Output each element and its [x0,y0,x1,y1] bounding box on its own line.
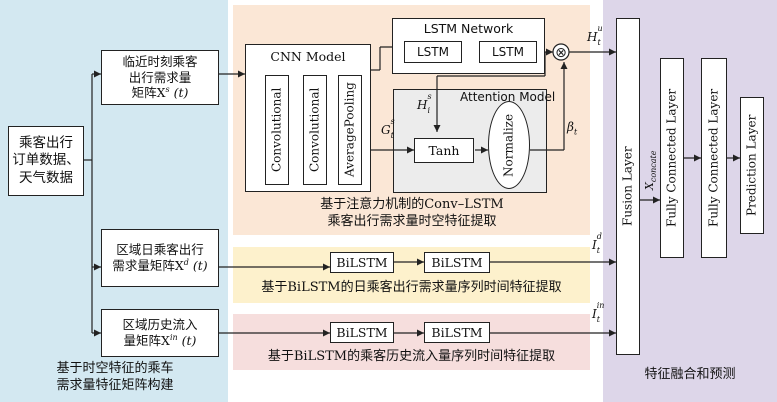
source-line-3: 天气数据 [19,169,73,186]
history-bilstm-2: BiLSTM [424,322,490,343]
daily-bilstm-1: BiLSTM [330,252,394,273]
fully-connected-layer-2: Fully Connected Layer [701,58,727,258]
prediction-layer: Prediction Layer [740,97,764,234]
daily-sup: d [183,257,189,267]
multiply-symbol: ⊗ [555,45,567,61]
history-bilstm-1: BiLSTM [330,322,394,343]
daily-caption: 基于BiLSTM的日乘客出行需求量序列时间特征提取 [261,280,562,295]
left-caption: 基于时空特征的乘车 需求量特征矩阵构建 [40,361,190,395]
near-term-matrix-box: 临近时刻乘客 出行需求量 矩阵Xs (t) [101,50,219,105]
source-data-box: 乘客出行 订单数据、 天气数据 [8,126,84,196]
source-line-2: 订单数据、 [12,152,80,169]
daily-line-1: 区域日乘客出行 [116,242,204,258]
near-term-sup: s [165,85,170,95]
conv-lstm-caption-line-2: 乘客出行需求量时空特征提取 [327,213,497,229]
multiply-node [552,43,570,61]
fusion-caption: 特征融合和预测 [644,367,736,382]
lstm-title: LSTM Network [423,21,514,36]
attention-title: Attention Model [460,90,556,104]
history-line-2: 量矩阵X [123,333,170,349]
history-sup: in [169,332,178,342]
fully-connected-layer-1: Fully Connected Layer [660,58,684,258]
near-term-line-2: 出行需求量 [128,69,192,85]
tanh-box: Tanh [414,138,474,163]
daily-bilstm-panel [233,247,590,303]
near-term-line-3: 矩阵X [131,85,166,101]
near-term-arg: (t) [169,85,189,101]
cnn-layer-2: Convolutional [303,75,327,185]
history-matrix-box: 区域历史流入 量矩阵Xin (t) [101,309,219,357]
near-term-line-1: 临近时刻乘客 [122,53,198,69]
daily-bilstm-2: BiLSTM [424,252,490,273]
daily-matrix-box: 区域日乘客出行 需求量矩阵Xd (t) [101,229,219,287]
left-caption-line-2: 需求量特征矩阵构建 [56,377,174,393]
history-line-1: 区域历史流入 [122,317,198,333]
cnn-title: CNN Model [270,49,346,64]
attention-weight-beta: βt [567,120,578,137]
conv-lstm-caption-line-1: 基于注意力机制的Conv–LSTM [320,197,504,212]
normalize-ellipse: Normalize [488,101,530,189]
history-arg: (t) [177,333,197,349]
lstm-cell-2: LSTM [479,41,537,63]
concatenated-feature-x: Xconcate [643,150,659,191]
cnn-layer-3: AveragePooling [338,75,362,185]
left-caption-line-1: 基于时空特征的乘车 [56,361,174,376]
cnn-layer-1: Convolutional [265,75,289,185]
history-caption: 基于BiLSTM的乘客历史流入量序列时间特征提取 [267,349,556,364]
source-line-1: 乘客出行 [19,134,73,151]
daily-line-2: 需求量矩阵X [112,258,184,274]
fusion-layer: Fusion Layer [616,18,640,355]
daily-arg: (t) [188,258,208,274]
lstm-cell-1: LSTM [404,41,462,63]
history-bilstm-panel [233,314,590,370]
conv-lstm-caption: 基于注意力机制的Conv–LSTM 乘客出行需求量时空特征提取 [262,197,562,231]
